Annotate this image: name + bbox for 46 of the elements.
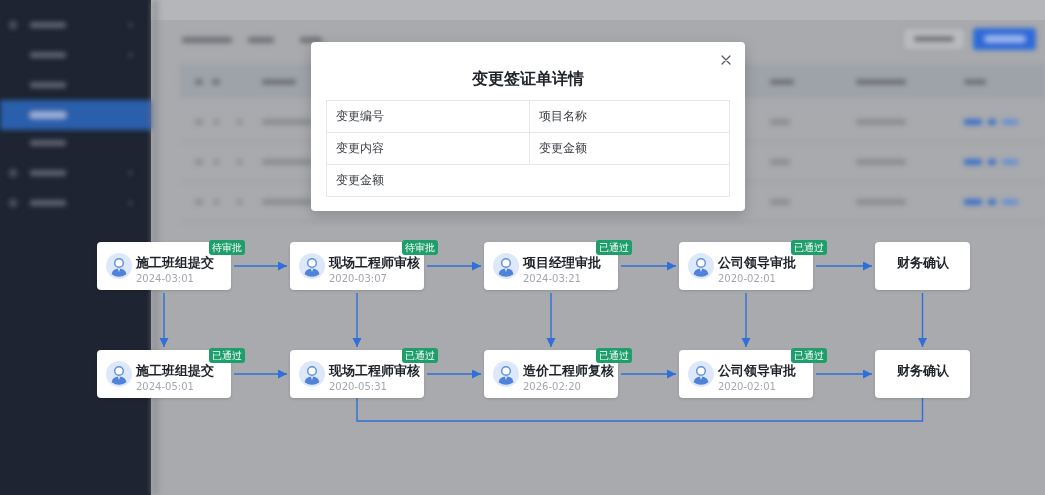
status-tag: 已通过 <box>596 348 632 363</box>
step-title: 财务确认 <box>895 362 950 379</box>
step-date: 2020-03:07 <box>329 273 387 285</box>
arrow <box>620 369 677 379</box>
arrow <box>233 261 288 271</box>
status-tag: 待审批 <box>209 240 245 255</box>
arrow <box>426 261 482 271</box>
arrow <box>918 292 927 348</box>
arrow <box>815 369 873 379</box>
step-title: 现场工程师审核 <box>329 254 420 271</box>
arrow <box>620 261 677 271</box>
step-title: 造价工程师复核 <box>523 362 614 379</box>
arrow <box>815 261 873 271</box>
status-tag: 已通过 <box>596 240 632 255</box>
process-card <box>875 350 970 398</box>
status-tag: 已通过 <box>791 240 827 255</box>
dialog-title: 变更签证单详情 <box>471 69 585 89</box>
step-date: 2026-02:20 <box>523 381 581 393</box>
step-date: 2020-02:01 <box>718 381 776 393</box>
arrow <box>233 369 288 379</box>
arrow <box>159 292 169 348</box>
status-tag: 待审批 <box>402 240 438 255</box>
step-title: 项目经理审批 <box>523 254 601 271</box>
step-title: 施工班组提交 <box>136 254 214 271</box>
table-cell: 变更金额 <box>326 164 730 197</box>
status-tag: 已通过 <box>209 348 245 363</box>
table-cell: 变更编号 <box>326 100 530 133</box>
step-date: 2024-03:01 <box>136 273 194 285</box>
arrow <box>426 369 482 379</box>
arrow <box>741 292 751 348</box>
arrow <box>352 292 362 348</box>
step-date: 2020-02:01 <box>718 273 776 285</box>
process-card <box>875 242 970 290</box>
status-tag: 已通过 <box>402 348 438 363</box>
table-cell: 项目名称 <box>529 100 730 133</box>
arrow <box>546 292 556 348</box>
step-title: 现场工程师审核 <box>329 362 420 379</box>
status-tag: 已通过 <box>791 348 827 363</box>
connector-line <box>356 397 924 422</box>
step-title: 财务确认 <box>895 254 950 271</box>
step-title: 公司领导审批 <box>718 362 796 379</box>
step-date: 2020-05:31 <box>329 381 387 393</box>
step-title: 施工班组提交 <box>136 362 214 379</box>
step-date: 2024-05:01 <box>136 381 194 393</box>
step-date: 2024-03:21 <box>523 273 581 285</box>
step-title: 公司领导审批 <box>718 254 796 271</box>
